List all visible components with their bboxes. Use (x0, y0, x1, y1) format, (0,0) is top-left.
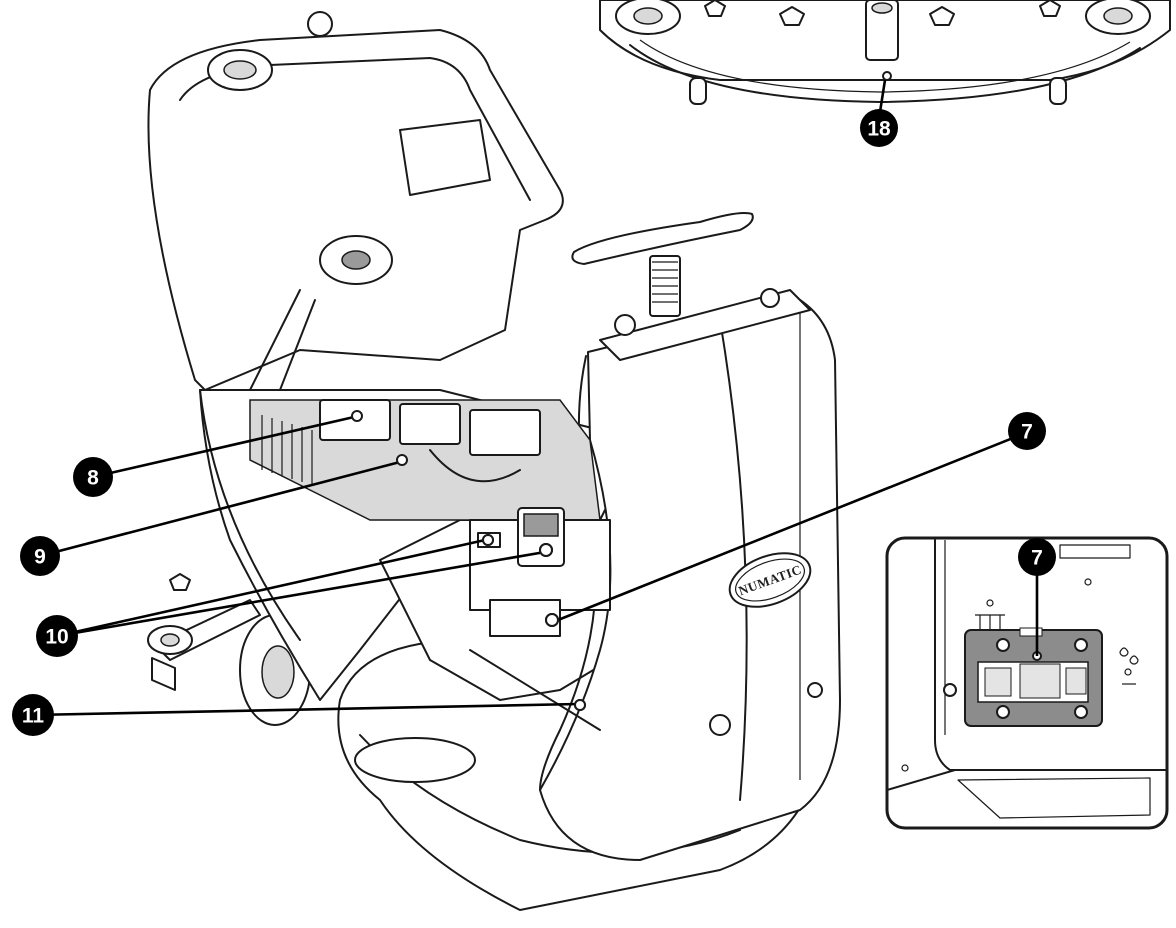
inset-detail-panel (885, 536, 1169, 830)
side-squeegee-arm (147, 573, 261, 691)
callout-7-inset-label: 7 (1031, 547, 1043, 570)
callout-badges: 18 7 7 8 9 10 11 (12, 109, 1056, 736)
callout-18: 18 (860, 109, 898, 147)
callout-10-label: 10 (45, 626, 68, 649)
callout-10: 10 (36, 615, 78, 657)
callout-7-label: 7 (1021, 421, 1033, 444)
callout-8: 8 (73, 457, 113, 497)
callout-8-label: 8 (87, 467, 99, 490)
callout-18-label: 18 (867, 118, 891, 141)
callout-11: 11 (12, 694, 54, 736)
brush-icon (975, 599, 1005, 633)
squeegee-assembly-detail (599, 0, 1171, 113)
callout-9: 9 (20, 536, 60, 576)
callout-7-inset: 7 (1018, 538, 1056, 576)
callout-7: 7 (1008, 412, 1046, 450)
water-drop-icon (1119, 647, 1139, 685)
battery-compartment (249, 399, 601, 521)
callout-9-label: 9 (34, 546, 46, 569)
leader-lines (32, 410, 1039, 717)
electrical-panel (469, 507, 611, 731)
callout-11-label: 11 (22, 705, 45, 728)
fuse-screws (996, 638, 1088, 719)
open-lid (147, 11, 564, 391)
